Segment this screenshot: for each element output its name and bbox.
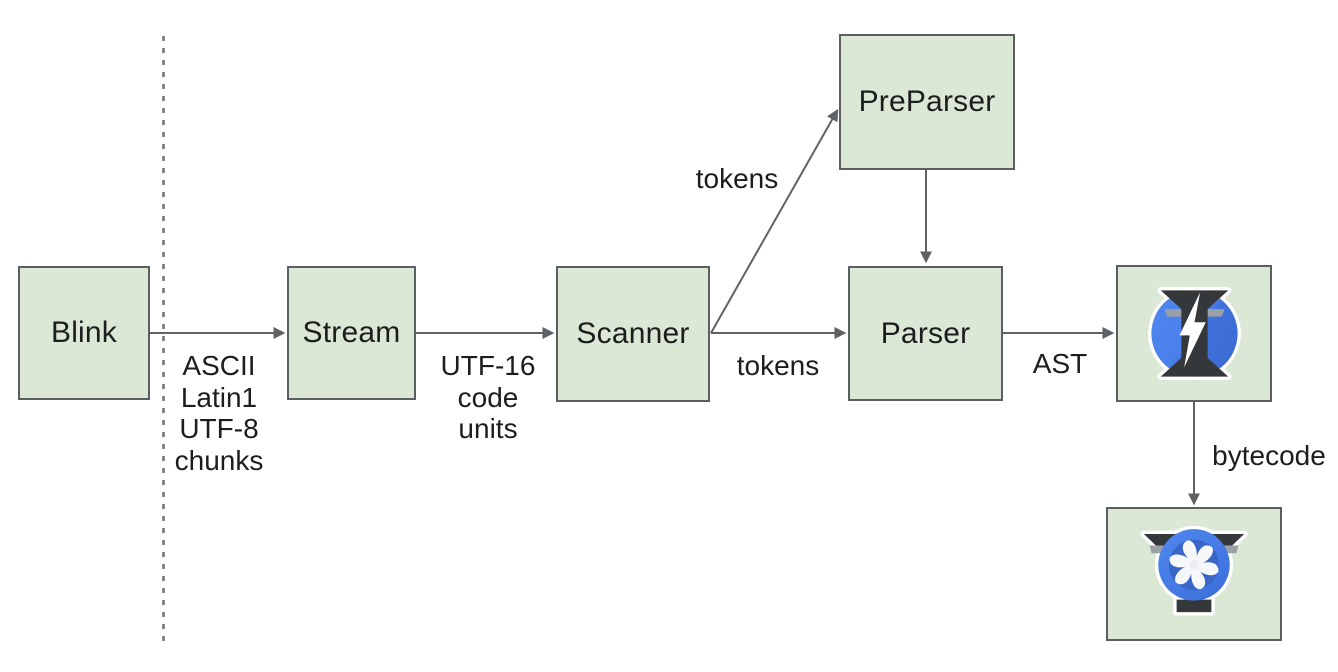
node-turbofan <box>1106 507 1282 641</box>
turbine-fan-icon <box>1140 525 1248 616</box>
ignition-bevel-right <box>1207 309 1224 317</box>
node-parser-label: Parser <box>880 316 971 350</box>
edge-label-line: UTF-16 <box>440 350 536 381</box>
node-blink-label: Blink <box>50 316 118 349</box>
edge-label-encoding-chunks: ASCII Latin1 UTF-8 chunks <box>175 350 264 476</box>
edge-label-line: ASCII <box>182 350 256 381</box>
node-preparser-label: PreParser <box>858 85 996 118</box>
ignition-hourglass-bottom <box>1160 357 1228 377</box>
node-stream: Stream <box>287 266 416 400</box>
turbofan-foot <box>1176 599 1212 612</box>
node-parser: Parser <box>848 266 1003 401</box>
node-blink: Blink <box>18 266 150 400</box>
edge-label-ast: AST <box>1032 348 1088 379</box>
arrow-scanner-to-preparser <box>710 108 839 334</box>
turbofan-blades <box>1169 539 1219 589</box>
node-ignition <box>1116 265 1272 402</box>
turbofan-hub <box>1189 559 1199 570</box>
edge-label-line: code <box>457 381 519 413</box>
node-scanner: Scanner <box>556 266 710 402</box>
node-preparser: PreParser <box>839 34 1015 170</box>
edge-label-utf16-code-units: UTF-16 code units <box>441 350 536 445</box>
edge-label-line: UTF-8 <box>179 413 259 444</box>
edge-label-tokens-parser: tokens <box>736 350 820 381</box>
hourglass-lightning-icon <box>1147 287 1241 380</box>
ignition-bevel-left <box>1164 309 1181 317</box>
ignition-hourglass-top <box>1160 290 1228 310</box>
edge-label-line: Latin1 <box>180 381 258 413</box>
edge-label-line: chunks <box>174 444 264 476</box>
edge-label-line: units <box>458 413 518 444</box>
edge-label-bytecode: bytecode <box>1212 440 1326 471</box>
node-stream-label: Stream <box>302 316 401 349</box>
node-scanner-label: Scanner <box>576 317 690 350</box>
edge-label-tokens-preparser: tokens <box>695 163 779 194</box>
lightning-bolt <box>1179 292 1206 368</box>
